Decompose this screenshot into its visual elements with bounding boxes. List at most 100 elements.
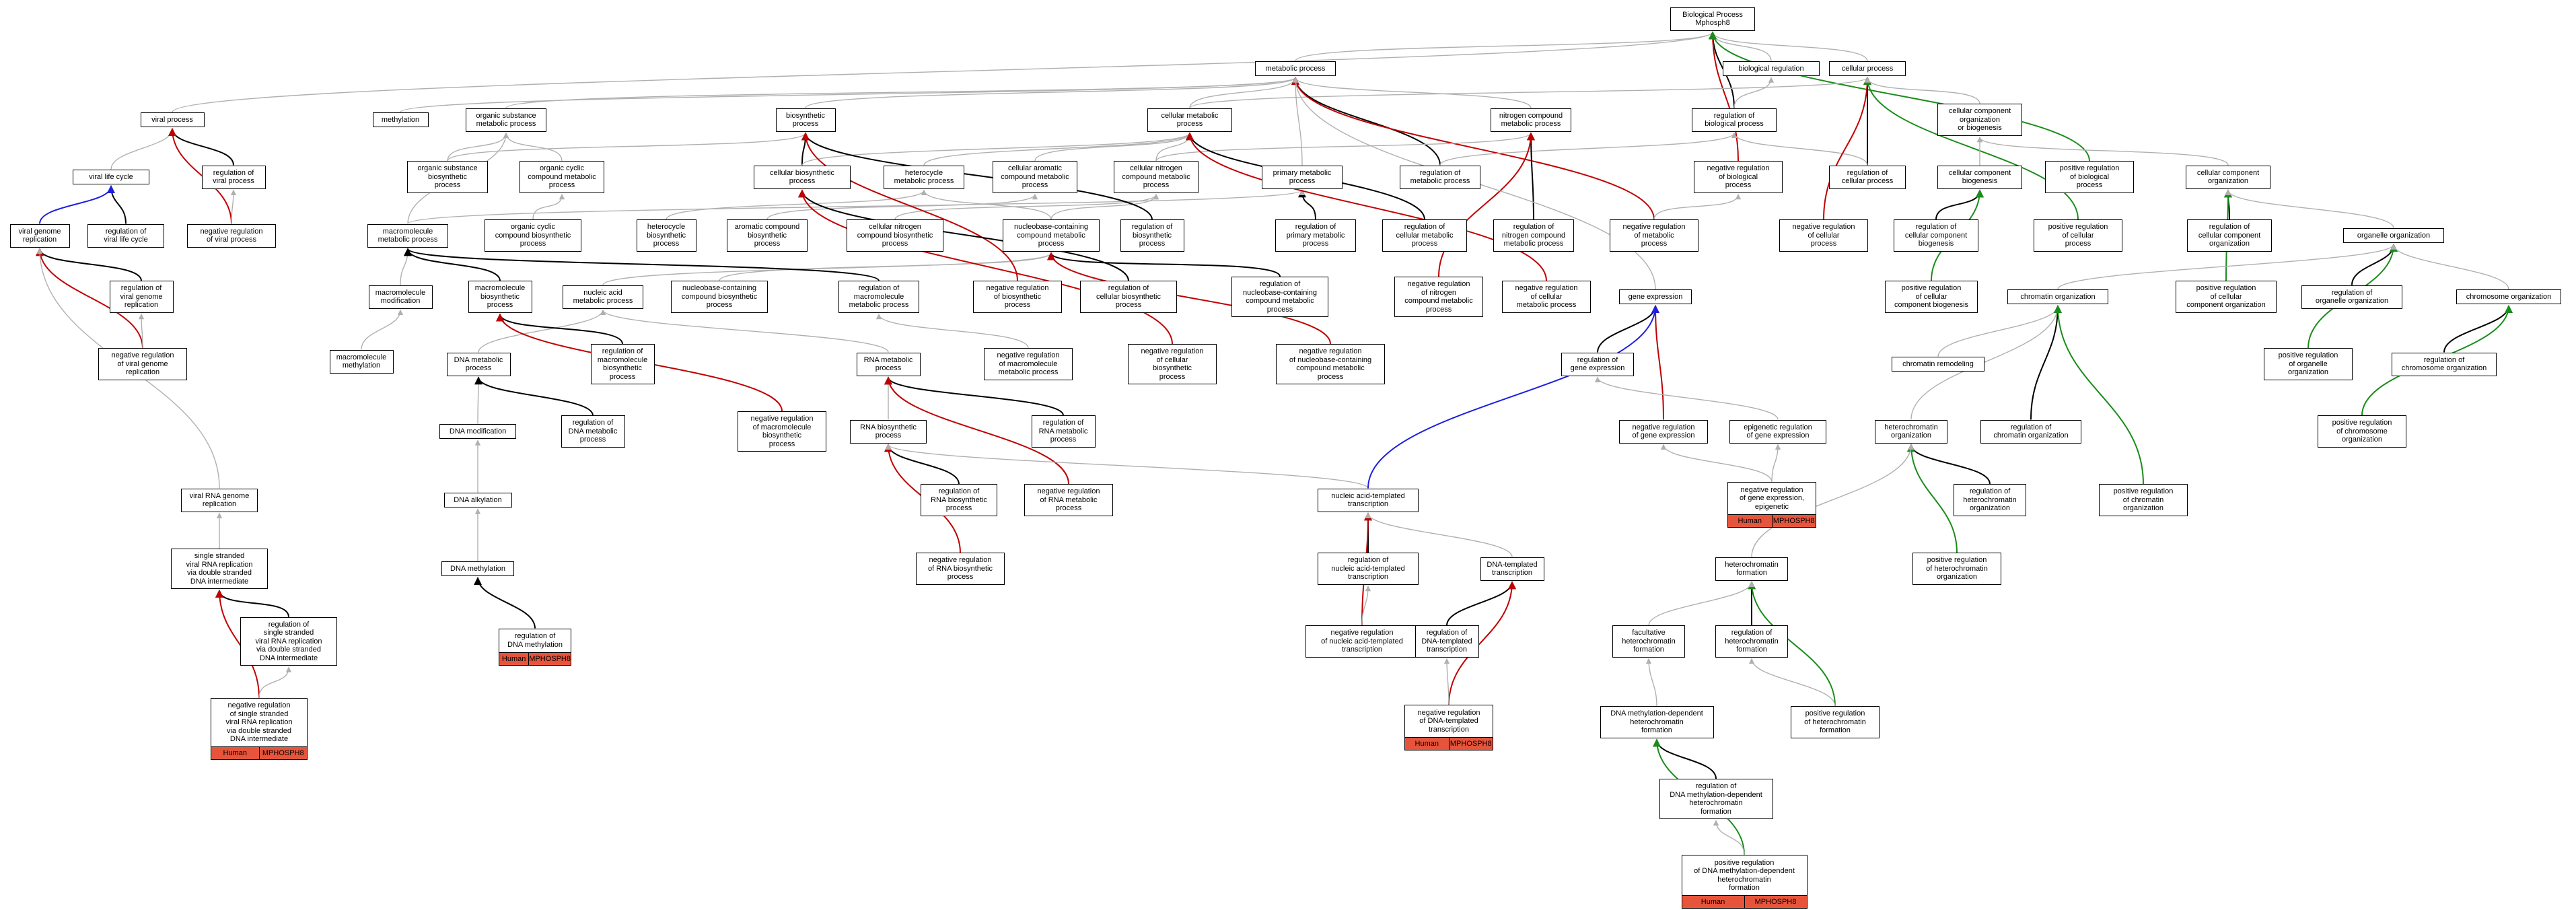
go-term-viralproc[interactable]: viral process xyxy=(140,112,205,128)
go-term-negregmetab[interactable]: negative regulation of metabolic process xyxy=(1610,219,1698,252)
go-term-regheteroform[interactable]: regulation of heterochromatin formation xyxy=(1715,625,1788,658)
go-term-dnamethyl[interactable]: DNA methylation xyxy=(441,561,514,577)
go-term-ssviral[interactable]: single stranded viral RNA replication vi… xyxy=(171,549,268,589)
go-term-negregnucleob[interactable]: negative regulation of nucleobase-contai… xyxy=(1276,344,1385,384)
go-term-regbiosyn[interactable]: regulation of biosynthetic process xyxy=(1120,219,1184,252)
go-term-regcellmetab[interactable]: regulation of cellular metabolic process xyxy=(1382,219,1467,252)
go-term-negregviral[interactable]: negative regulation of viral process xyxy=(187,223,276,248)
go-term-posregcell[interactable]: positive regulation of cellular process xyxy=(2034,219,2122,252)
go-term-methylation[interactable]: methylation xyxy=(372,112,429,128)
go-term-regheteroorg[interactable]: regulation of heterochromatin organizati… xyxy=(1954,484,2026,516)
go-term-regorganelle[interactable]: regulation of organelle organization xyxy=(2301,285,2402,309)
go-term-regviralcycle[interactable]: regulation of viral life cycle xyxy=(87,223,164,248)
go-term-regdnamethheter[interactable]: regulation of DNA methylation-dependent … xyxy=(1659,779,1773,819)
go-term-regmetab[interactable]: regulation of metabolic process xyxy=(1400,165,1480,189)
go-term-reggeneexpr[interactable]: regulation of gene expression xyxy=(1561,352,1634,376)
go-term-facult[interactable]: facultative heterochromatin formation xyxy=(1612,625,1685,658)
go-term-posregccbio[interactable]: positive regulation of cellular componen… xyxy=(1885,281,1978,313)
go-term-viralrnarep[interactable]: viral RNA genome replication xyxy=(181,488,258,512)
go-term-ccbiogen[interactable]: cellular component biogenesis xyxy=(1937,165,2022,189)
go-term-nucacid[interactable]: nucleic acid metabolic process xyxy=(563,285,643,309)
go-term-negregcell[interactable]: negative regulation of cellular process xyxy=(1779,219,1868,252)
go-term-ccorg[interactable]: cellular component organization xyxy=(2186,165,2270,189)
go-term-cellbio[interactable]: cellular biosynthetic process xyxy=(754,165,851,189)
go-term-ccob[interactable]: cellular component organization or bioge… xyxy=(1937,104,2022,136)
go-term-heterochromorg[interactable]: heterochromatin organization xyxy=(1875,419,1947,444)
go-term-negregbiosyn[interactable]: negative regulation of biosynthetic proc… xyxy=(973,281,1062,313)
go-term-regccorg[interactable]: regulation of cellular component organiz… xyxy=(2187,219,2272,252)
go-term-metab[interactable]: metabolic process xyxy=(1255,61,1336,77)
go-term-posregorganelle[interactable]: positive regulation of organelle organiz… xyxy=(2264,348,2353,380)
go-term-negregssviral[interactable]: negative regulation of single stranded v… xyxy=(211,697,308,747)
go-term-regccbio[interactable]: regulation of cellular component biogene… xyxy=(1894,219,1978,252)
go-term-chromorg[interactable]: chromatin organization xyxy=(2007,289,2108,305)
go-term-chromosomeorg[interactable]: chromosome organization xyxy=(2456,289,2561,305)
go-term-regdnamethyl[interactable]: regulation of DNA methylation xyxy=(499,628,571,652)
go-term-posregchromosome[interactable]: positive regulation of chromosome organi… xyxy=(2318,415,2406,448)
go-term-viralgenrep[interactable]: viral genome replication xyxy=(9,223,70,248)
go-term-nucleob[interactable]: nucleobase-containing compound metabolic… xyxy=(1003,219,1100,252)
go-term-negregrnabio[interactable]: negative regulation of RNA biosynthetic … xyxy=(916,553,1005,585)
go-term-negregmacro[interactable]: negative regulation of macromolecule met… xyxy=(984,348,1073,380)
go-term-regbio[interactable]: regulation of biological process xyxy=(1692,108,1777,132)
go-term-posregbio[interactable]: positive regulation of biological proces… xyxy=(2045,161,2134,193)
go-term-rnametab[interactable]: RNA metabolic process xyxy=(856,352,921,376)
go-term-negregrnametab[interactable]: negative regulation of RNA metabolic pro… xyxy=(1024,484,1113,516)
go-term-regssviral[interactable]: regulation of single stranded viral RNA … xyxy=(240,617,337,666)
go-term-regchromosome[interactable]: regulation of chromosome organization xyxy=(2392,352,2497,376)
go-term-regnucleob[interactable]: regulation of nucleobase-containing comp… xyxy=(1231,277,1328,317)
go-term-negregviralgen[interactable]: negative regulation of viral genome repl… xyxy=(98,348,187,380)
go-term-primary[interactable]: primary metabolic process xyxy=(1262,165,1343,189)
go-term-regprim[interactable]: regulation of primary metabolic process xyxy=(1275,219,1356,252)
go-term-posregheteroorg[interactable]: positive regulation of heterochromatin o… xyxy=(1912,553,2001,585)
go-term-negregdnatx[interactable]: negative regulation of DNA-templated tra… xyxy=(1404,705,1493,737)
go-term-rnabio[interactable]: RNA biosynthetic process xyxy=(850,419,927,444)
go-term-negreggeneexpr[interactable]: negative regulation of gene expression xyxy=(1619,419,1708,444)
go-term-macromol[interactable]: macromolecule metabolic process xyxy=(367,223,448,248)
go-term-regviralgen[interactable]: regulation of viral genome replication xyxy=(109,281,174,313)
go-term-negregmacrobio[interactable]: negative regulation of macromolecule bio… xyxy=(738,411,826,452)
go-term-epireg[interactable]: epigenetic regulation of gene expression xyxy=(1729,419,1826,444)
go-term-chromremod[interactable]: chromatin remodeling xyxy=(1892,356,1984,372)
go-term-dnametab[interactable]: DNA metabolic process xyxy=(446,352,511,376)
go-term-orgsub[interactable]: organic substance metabolic process xyxy=(466,108,546,132)
go-term-orgcyc[interactable]: organic cyclic compound metabolic proces… xyxy=(520,161,604,193)
go-term-regmacrobio[interactable]: regulation of macromolecule biosynthetic… xyxy=(590,344,655,384)
go-term-negregnitro[interactable]: negative regulation of nitrogen compound… xyxy=(1394,277,1483,317)
go-term-negregcellmetab[interactable]: negative regulation of cellular metaboli… xyxy=(1502,281,1591,313)
go-term-posregchromorg[interactable]: positive regulation of chromatin organiz… xyxy=(2099,484,2188,516)
go-term-viralcycle[interactable]: viral life cycle xyxy=(73,169,149,185)
go-term-geneexpr[interactable]: gene expression xyxy=(1619,289,1692,305)
go-term-cellarom[interactable]: cellular aromatic compound metabolic pro… xyxy=(993,161,1077,193)
go-term-cellnitro[interactable]: cellular nitrogen compound metabolic pro… xyxy=(1114,161,1198,193)
go-term-orgcycbio[interactable]: organic cyclic compound biosynthetic pro… xyxy=(485,219,581,252)
go-term-regrnametab[interactable]: regulation of RNA metabolic process xyxy=(1031,415,1096,448)
go-term-regnitro[interactable]: regulation of nitrogen compound metaboli… xyxy=(1493,219,1574,252)
go-term-macrobio[interactable]: macromolecule biosynthetic process xyxy=(468,281,532,313)
go-term-nucacidtx[interactable]: nucleic acid-templated transcription xyxy=(1318,488,1419,512)
go-term-dnaalk[interactable]: DNA alkylation xyxy=(443,492,512,508)
go-term-regdnatx[interactable]: regulation of DNA-templated transcriptio… xyxy=(1415,625,1479,658)
go-term-negregnucacidtx[interactable]: negative regulation of nucleic acid-temp… xyxy=(1305,625,1419,658)
go-term-macromethyl[interactable]: macromolecule methylation xyxy=(329,349,394,374)
go-term-posregheteroform[interactable]: positive regulation of heterochromatin f… xyxy=(1791,706,1880,738)
go-term-negreggeneepi[interactable]: negative regulation of gene expression, … xyxy=(1727,482,1816,514)
go-term-negregbio[interactable]: negative regulation of biological proces… xyxy=(1694,161,1783,193)
go-term-negregcellbio[interactable]: negative regulation of cellular biosynth… xyxy=(1128,344,1217,384)
go-term-regviral[interactable]: regulation of viral process xyxy=(201,165,266,189)
go-term-cellproc[interactable]: cellular process xyxy=(1829,61,1906,77)
go-term-dnatx[interactable]: DNA-templated transcription xyxy=(1480,557,1544,581)
go-term-biosyn[interactable]: biosynthetic process xyxy=(775,108,836,132)
go-term-heteroform[interactable]: heterochromatin formation xyxy=(1715,557,1788,581)
go-term-bp[interactable]: Biological Process Mphosph8 xyxy=(1670,7,1755,31)
go-term-posregdnamethheter[interactable]: positive regulation of DNA methylation-d… xyxy=(1681,855,1808,895)
go-term-nitro[interactable]: nitrogen compound metabolic process xyxy=(1491,108,1571,132)
go-term-regdnametab[interactable]: regulation of DNA metabolic process xyxy=(561,415,625,448)
go-term-organelleorg[interactable]: organelle organization xyxy=(2343,228,2444,244)
go-term-regchromorg[interactable]: regulation of chromatin organization xyxy=(1980,419,2081,444)
go-term-cellmetab[interactable]: cellular metabolic process xyxy=(1147,108,1232,132)
go-term-heterobio[interactable]: heterocycle biosynthetic process xyxy=(636,219,696,252)
go-term-dnamethheter[interactable]: DNA methylation-dependent heterochromati… xyxy=(1600,706,1714,738)
go-term-regnucacidtx[interactable]: regulation of nucleic acid-templated tra… xyxy=(1318,553,1419,585)
go-term-regrnabio[interactable]: regulation of RNA biosynthetic process xyxy=(921,484,997,516)
